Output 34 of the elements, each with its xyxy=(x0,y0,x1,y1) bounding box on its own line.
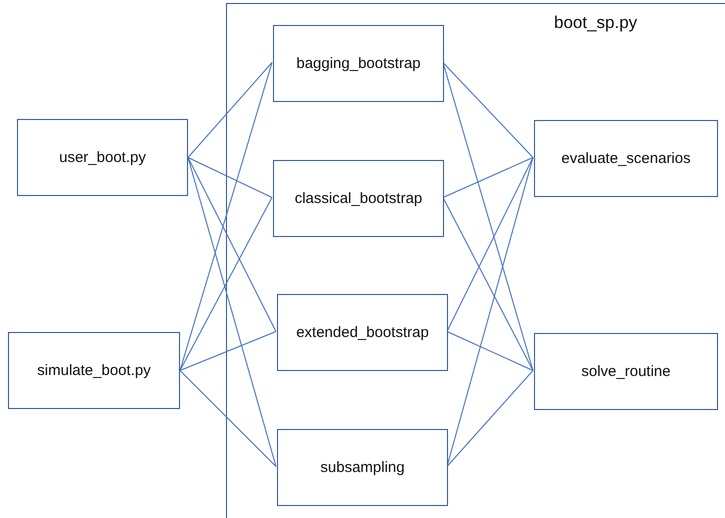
module-box xyxy=(534,333,718,410)
connector-line xyxy=(188,157,272,198)
module-label: classical_bootstrap xyxy=(294,190,422,207)
module-label: user_boot.py xyxy=(59,149,146,166)
connector-line xyxy=(446,370,534,467)
connector-line xyxy=(442,197,534,371)
connector-line xyxy=(188,62,272,158)
module-label: solve_routine xyxy=(581,363,671,380)
module-box xyxy=(273,25,444,102)
connector-line xyxy=(442,62,534,158)
connector-line xyxy=(180,62,272,371)
module-label: subsampling xyxy=(320,459,405,476)
module-box xyxy=(277,429,448,506)
module-label: simulate_boot.py xyxy=(37,362,151,379)
connector-line xyxy=(446,157,534,467)
module-label: boot_sp.py xyxy=(554,13,638,33)
connector-line xyxy=(188,157,276,332)
connector-line xyxy=(180,370,276,467)
connector-line xyxy=(180,197,272,371)
connector-line xyxy=(442,157,534,198)
connector-line xyxy=(446,331,534,371)
connector-line xyxy=(442,62,534,371)
connector-line xyxy=(188,157,276,467)
module-frame xyxy=(226,3,725,518)
module-label: bagging_bootstrap xyxy=(296,55,421,72)
module-box xyxy=(534,120,718,197)
module-box xyxy=(277,294,448,371)
module-box xyxy=(8,332,180,409)
module-label: evaluate_scenarios xyxy=(561,150,691,167)
module-box xyxy=(273,160,444,237)
module-label: extended_bootstrap xyxy=(296,324,429,341)
module-box xyxy=(17,119,188,196)
connector-line xyxy=(446,157,534,332)
connector-line xyxy=(180,331,276,371)
